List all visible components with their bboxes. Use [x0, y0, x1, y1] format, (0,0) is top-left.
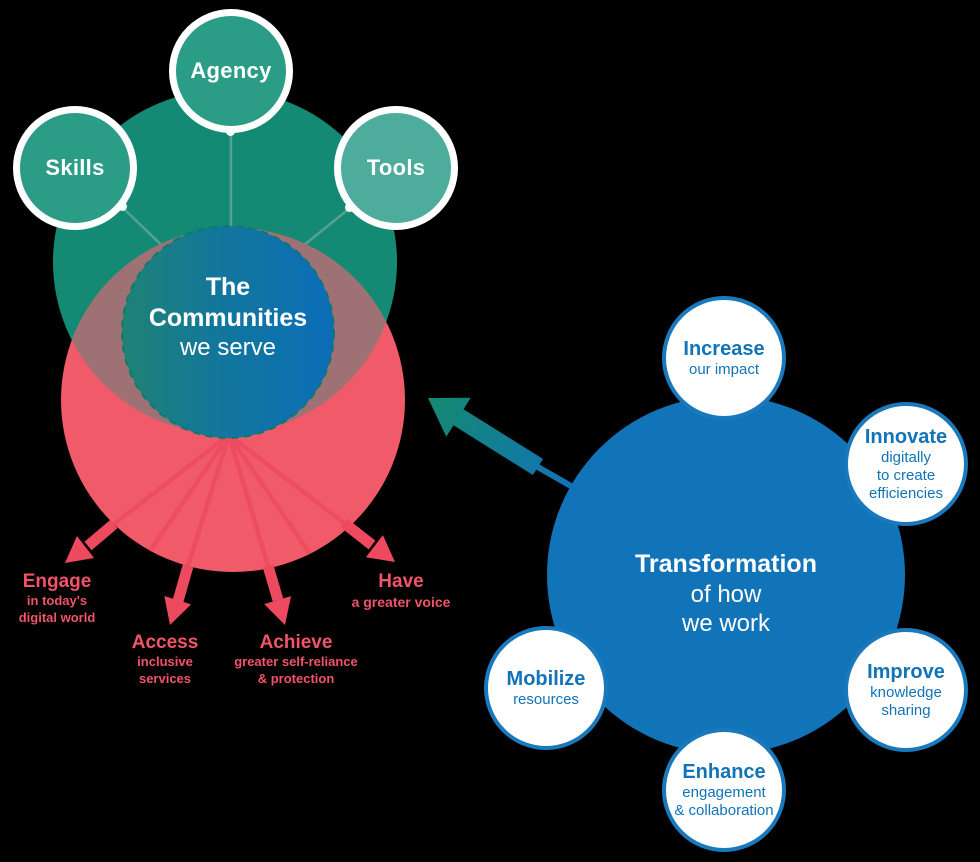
goal-node-innovate: Innovate digitally to create efficiencie… — [844, 402, 968, 526]
transformation-arrow — [428, 397, 573, 489]
goal-improve-line2: sharing — [881, 702, 931, 719]
transformation-subtitle-line1: of how — [690, 580, 762, 608]
transformation-title: Transformation — [635, 550, 817, 578]
transformation-circle — [547, 396, 905, 754]
outcome-access-title: Access — [131, 632, 199, 653]
have-arrow-head — [365, 535, 395, 562]
transformation-label: Transformation of how we work — [591, 549, 861, 638]
access-arrow-shaft — [172, 564, 194, 603]
enabler-node-agency: Agency — [169, 9, 293, 133]
communities-title-line1: The — [205, 273, 251, 301]
goal-increase-line1: our impact — [688, 361, 760, 379]
outcome-have-line1: a greater voice — [351, 593, 451, 610]
engage-arrow-shaft — [84, 519, 118, 551]
outcome-access-line2: services — [138, 670, 192, 686]
outcome-access: Access inclusive services — [107, 632, 223, 688]
enabler-label-agency: Agency — [190, 58, 272, 83]
outcome-engage-line1: in today's — [26, 592, 88, 608]
enabler-label-skills: Skills — [45, 155, 105, 180]
goal-node-improve: Improve knowledge sharing — [844, 628, 968, 752]
communities-label: The Communities we serve — [118, 272, 338, 362]
goal-node-increase: Increase our impact — [662, 296, 786, 420]
outcome-achieve: Achieve greater self-reliance & protecti… — [214, 632, 378, 688]
communities-title-line2: Communities — [148, 303, 308, 332]
communities-subtitle: we serve — [179, 334, 277, 361]
have-arrow-shaft — [340, 518, 376, 550]
engage-arrow-head — [65, 536, 95, 563]
outcome-engage: Engage in today's digital world — [0, 571, 114, 627]
skills-connector-dot — [118, 202, 127, 211]
tools-connector-dot — [345, 203, 354, 212]
goal-increase-title: Increase — [683, 338, 765, 361]
outcome-access-line1: inclusive — [137, 653, 193, 669]
transformation-subtitle-line2: we work — [681, 609, 771, 637]
goal-node-enhance: Enhance engagement & collaboration — [662, 728, 786, 852]
enabler-label-tools: Tools — [366, 155, 426, 180]
outcome-engage-line2: digital world — [18, 609, 96, 625]
agency-connector-dot — [226, 127, 235, 136]
outcome-achieve-line2: & protection — [257, 670, 335, 686]
outcome-achieve-line1: greater self-reliance — [234, 653, 358, 669]
goal-improve-line1: knowledge — [870, 684, 942, 702]
goal-enhance-line2: & collaboration — [674, 802, 774, 819]
goal-improve-title: Improve — [867, 661, 945, 684]
outcome-have: Have a greater voice — [332, 571, 470, 611]
access-arrow-head — [164, 596, 192, 625]
goal-innovate-line1: digitally — [880, 449, 932, 467]
enabler-node-tools: Tools — [334, 106, 458, 230]
goal-enhance-line1: engagement — [682, 784, 766, 802]
goal-enhance-title: Enhance — [682, 761, 766, 784]
enabler-node-skills: Skills — [13, 106, 137, 230]
outcome-arrows — [65, 518, 395, 625]
goal-node-mobilize: Mobilize resources — [484, 626, 608, 750]
outcome-spokes — [112, 433, 346, 567]
goal-mobilize-line1: resources — [513, 691, 579, 709]
outcome-engage-title: Engage — [22, 571, 92, 592]
goal-innovate-line2: to create — [876, 467, 936, 485]
goal-innovate-line3: efficiencies — [869, 484, 943, 502]
goal-mobilize-title: Mobilize — [506, 668, 586, 691]
communities-circle — [121, 225, 335, 439]
outcome-achieve-title: Achieve — [259, 632, 333, 653]
achieve-arrow-head — [264, 596, 291, 625]
goal-innovate-title: Innovate — [864, 426, 948, 449]
achieve-arrow-shaft — [262, 564, 284, 602]
outcome-have-title: Have — [378, 571, 424, 592]
